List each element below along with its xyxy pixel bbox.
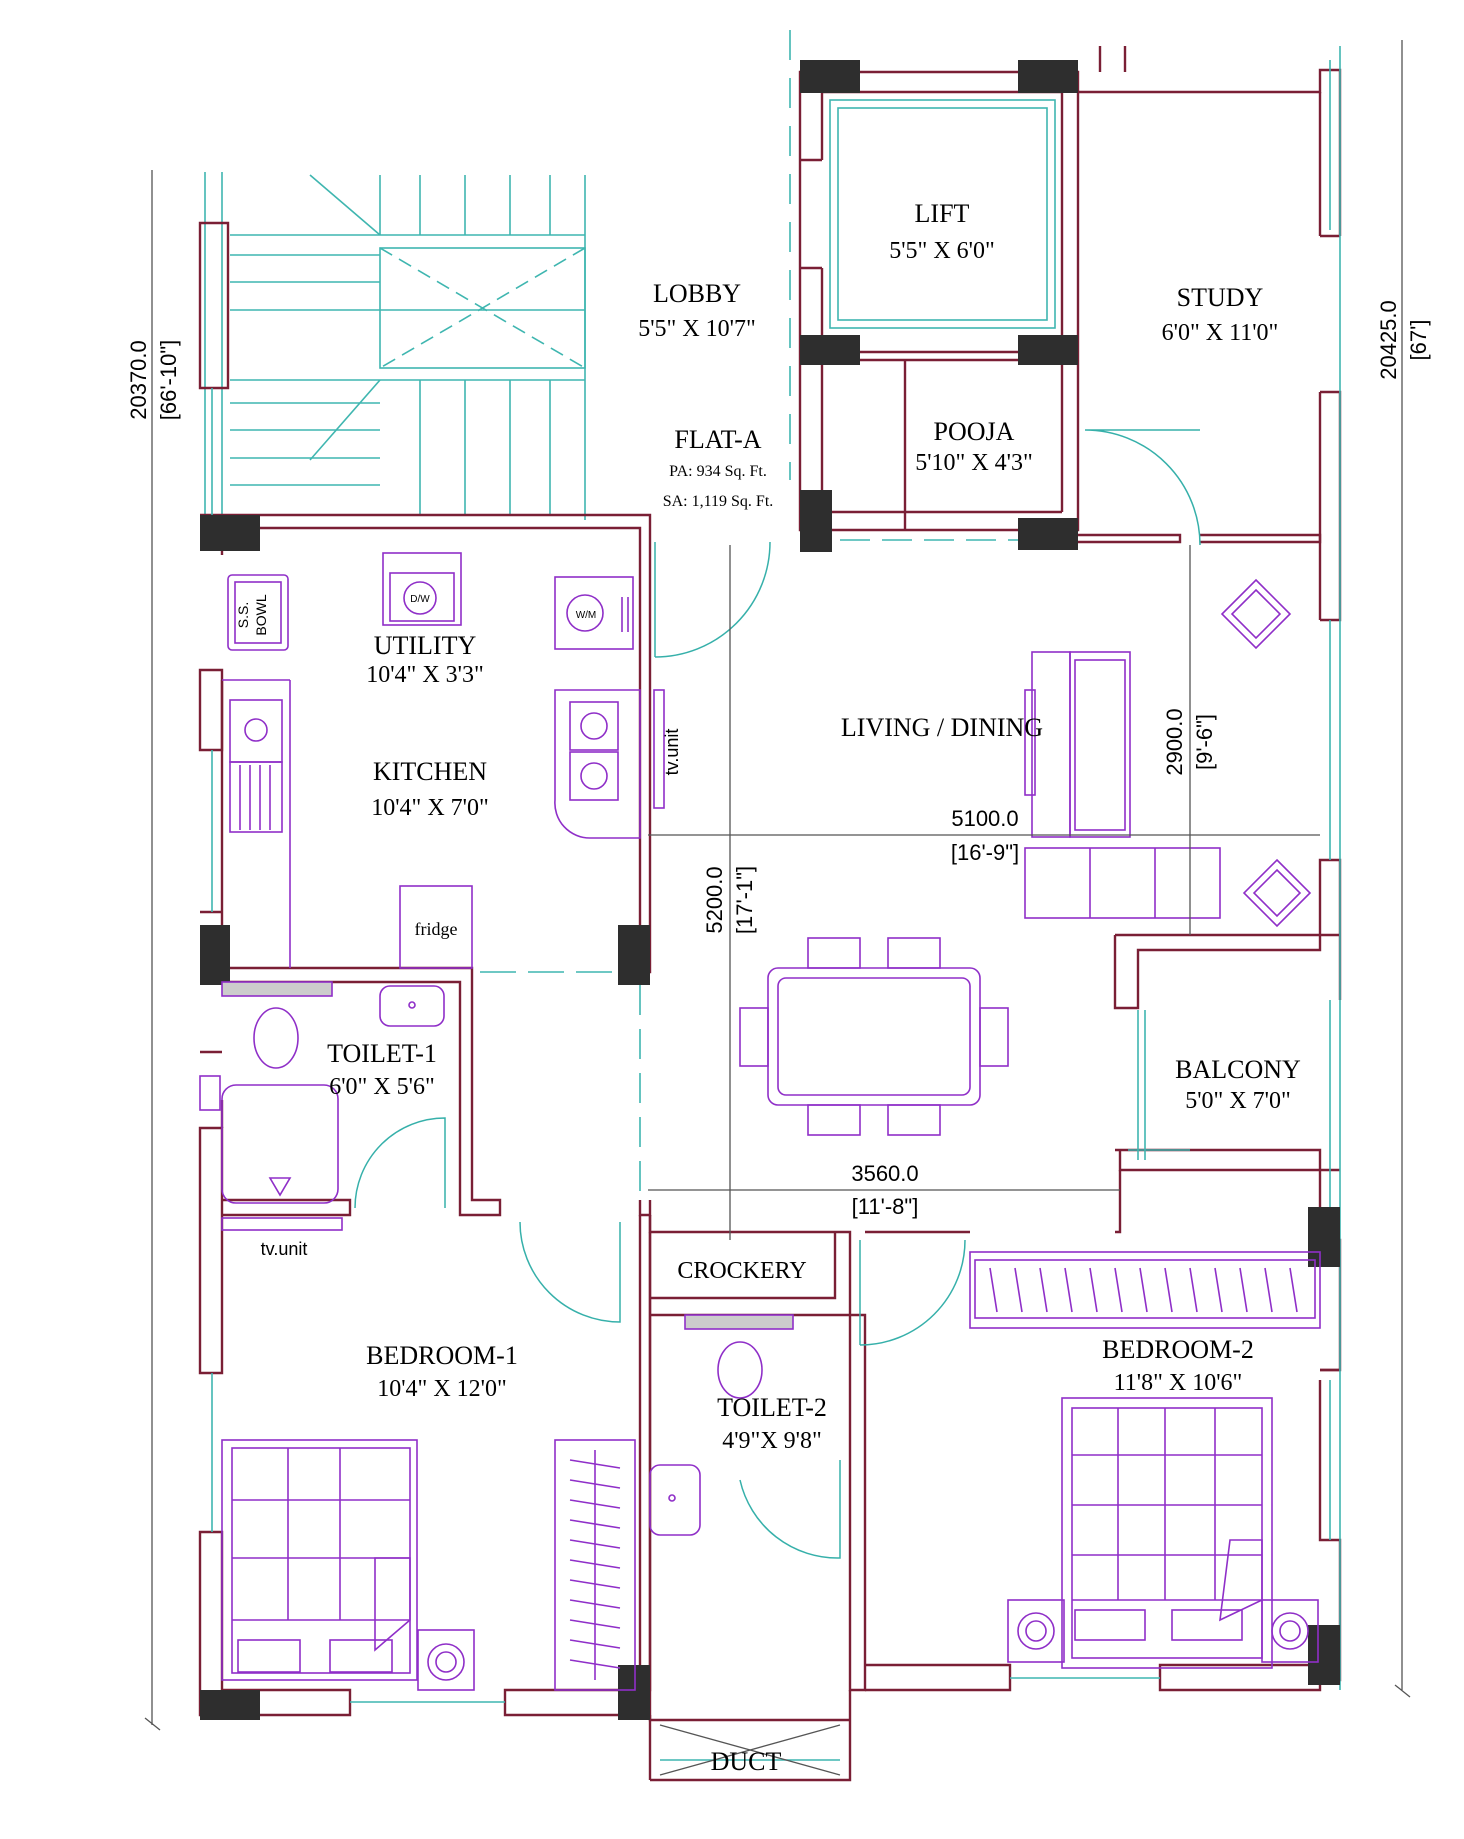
study-label: STUDY	[1177, 283, 1264, 312]
pooja-size: 5'10" X 4'3"	[915, 450, 1033, 476]
flat-info: FLAT-A PA: 934 Sq. Ft. SA: 1,119 Sq. Ft.	[663, 425, 774, 510]
study-size: 6'0" X 11'0"	[1162, 320, 1279, 346]
dimension-labels: 20370.0 [66'-10"] 20425.0 [67'] 5100.0 […	[126, 300, 1431, 1219]
pooja-label: POOJA	[934, 417, 1015, 446]
living-depth-mm: 5200.0	[702, 866, 727, 933]
sofa-depth-mm: 2900.0	[1162, 708, 1187, 775]
tv-unit-bedroom-label: tv.unit	[261, 1239, 308, 1259]
tv-unit-living-label: tv.unit	[662, 729, 682, 776]
left-total-mm: 20370.0	[126, 340, 151, 420]
duct-cross	[659, 1724, 841, 1776]
utility-size: 10'4" X 3'3"	[366, 662, 484, 688]
flat-pa: PA: 934 Sq. Ft.	[669, 463, 767, 480]
walls	[198, 46, 1342, 1782]
left-total-ft: [66'-10"]	[156, 340, 181, 421]
balcony-label: BALCONY	[1175, 1055, 1301, 1084]
right-total-ft: [67']	[1406, 320, 1431, 361]
toilet2-label: TOILET-2	[717, 1393, 827, 1422]
utility-label: UTILITY	[374, 631, 477, 660]
flat-sa: SA: 1,119 Sq. Ft.	[663, 493, 774, 510]
columns	[200, 60, 1340, 1720]
staircase	[204, 172, 586, 520]
lift-size: 5'5" X 6'0"	[889, 238, 995, 264]
bedroom1-label: BEDROOM-1	[366, 1341, 518, 1370]
lobby-label: LOBBY	[653, 279, 741, 308]
fridge-label: fridge	[415, 919, 458, 939]
kitchen-size: 10'4" X 7'0"	[371, 795, 489, 821]
balcony-size: 5'0" X 7'0"	[1185, 1088, 1291, 1114]
sofa-depth-ft: [9'-6"]	[1192, 714, 1217, 770]
toilet2-size: 4'9"X 9'8"	[722, 1428, 822, 1454]
furniture	[199, 552, 1321, 1691]
ss-bowl-label: S.S.BOWL	[235, 594, 269, 635]
kitchen-label: KITCHEN	[373, 757, 487, 786]
wardrobe-1-hatch	[569, 1459, 621, 1669]
flat-name: FLAT-A	[674, 425, 761, 454]
fixture-labels: D/W W/M S.S.BOWL fridge tv.unit tv.unit	[235, 594, 682, 1259]
toilet1-label: TOILET-1	[327, 1039, 437, 1068]
wm-label: W/M	[576, 610, 597, 621]
right-total-mm: 20425.0	[1376, 300, 1401, 380]
crockery-label: CROCKERY	[677, 1258, 806, 1284]
dining-width-mm: 3560.0	[851, 1161, 918, 1186]
living-dining-label: LIVING / DINING	[841, 713, 1043, 742]
living-depth-ft: [17'-1"]	[732, 866, 757, 934]
dimension-lines	[144, 40, 1411, 1731]
lift-label: LIFT	[915, 199, 970, 228]
dw-label: D/W	[410, 594, 430, 605]
windows	[211, 30, 1341, 1761]
room-labels: LIFT 5'5" X 6'0" LOBBY 5'5" X 10'7" STUD…	[327, 199, 1301, 1776]
bedroom2-label: BEDROOM-2	[1102, 1335, 1254, 1364]
bedroom2-size: 11'8" X 10'6"	[1114, 1370, 1243, 1396]
doors	[354, 429, 1201, 1559]
wardrobe-2-hatch	[989, 1267, 1298, 1313]
lobby-size: 5'5" X 10'7"	[638, 316, 756, 342]
living-width-mm: 5100.0	[951, 806, 1018, 831]
dining-width-ft: [11'-8"]	[852, 1194, 919, 1219]
toilet1-size: 6'0" X 5'6"	[329, 1074, 435, 1100]
living-width-ft: [16'-9"]	[951, 840, 1019, 865]
duct-label: DUCT	[711, 1747, 782, 1776]
bedroom1-size: 10'4" X 12'0"	[377, 1376, 507, 1402]
